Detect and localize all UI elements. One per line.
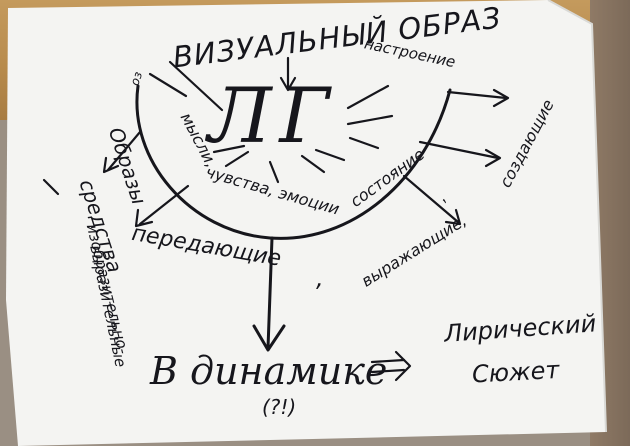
label-question: (?!) [262, 395, 296, 419]
arrow-images-down [42, 178, 60, 196]
double-arrow-right [370, 350, 412, 382]
arc-mark: оз [128, 70, 146, 87]
paper-sheet [6, 0, 606, 446]
label-lg: ЛГ [204, 71, 338, 160]
radiating-strokes [148, 60, 394, 184]
comma-mark: , [316, 264, 324, 292]
arrow-main-down [266, 236, 274, 350]
label-plot: Сюжет [471, 356, 561, 389]
arrows-outgoing [102, 88, 510, 228]
label-in-dynamics: В динамике [149, 349, 387, 393]
bowl-arc [135, 84, 452, 240]
